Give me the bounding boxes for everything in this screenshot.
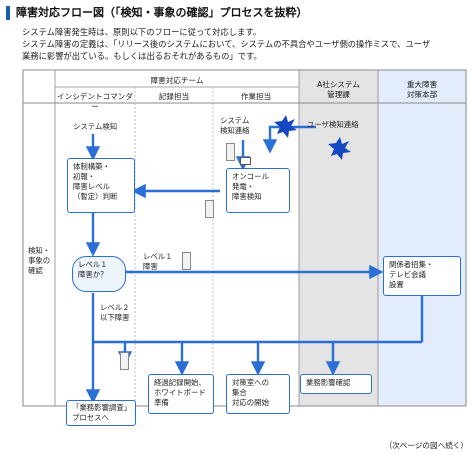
user-detect-label: ユーザ検知連絡 (307, 120, 359, 129)
system-detect-contact-label: システム 検知連絡 (220, 116, 250, 135)
system-detect-label: システム検知 (73, 122, 118, 131)
incident-commander-header: インシデントコマンダー (57, 92, 133, 111)
document-icon (182, 252, 191, 270)
intro-line: 業務に影響が出ている。もしくは出るおそれがあるもの」です。 (22, 51, 262, 61)
setup-box: 体制構築・ 初報・ 障害レベル （暫定）判断 (67, 158, 135, 213)
impact-confirm-box: 業務影響確認 (300, 374, 372, 394)
document-icon (226, 143, 235, 161)
level1-note: レベル１ 障害 (143, 252, 173, 271)
hq-column-shade (378, 70, 466, 406)
level1-decision: レベル１ 障害か？ (72, 256, 126, 292)
intro-text: システム障害発生時は、原則以下のフローに従って対応します。 システム障害の定義は… (22, 26, 470, 62)
war-room-box: 対策室への 集合 対応の開始 (226, 374, 290, 414)
alert-burst-icon (328, 137, 351, 160)
worker-header: 作業担当 (240, 92, 272, 101)
a-company-header: A社システム 管理課 (317, 80, 360, 99)
team-header: 障害対応チーム (150, 76, 204, 85)
level2-note: レベル２ 以下障害 (100, 303, 130, 322)
intro-line: システム障害発生時は、原則以下のフローに従って対応します。 (22, 27, 262, 37)
record-start-box: 経過記録開始、 ホワイトボード 準備 (148, 374, 214, 414)
stakeholders-box: 関係者招集・ テレビ会議 設置 (383, 256, 461, 296)
intro-line: システム障害の定義は、「リリース後のシステムにおいて、システムの不具合やユーザ側… (22, 39, 431, 49)
continued-note: （次ページの図へ続く） (384, 441, 468, 450)
hq-header: 重大障害 対策本部 (406, 80, 438, 99)
impact-survey-box: 「業務影響調査」 プロセスへ (66, 400, 136, 426)
row-label: 検知・ 事象の 確認 (28, 246, 51, 275)
document-icon (120, 352, 129, 370)
alert-burst-icon (274, 115, 297, 138)
document-icon (205, 200, 214, 218)
recorder-header: 記録担当 (158, 92, 190, 101)
oncall-box: オンコール 発電・ 障害検知 (226, 168, 290, 213)
envelope-icon (240, 157, 251, 165)
page-title: 障害対応フロー図（「検知・事象の確認」プロセスを抜粋） (6, 6, 308, 20)
